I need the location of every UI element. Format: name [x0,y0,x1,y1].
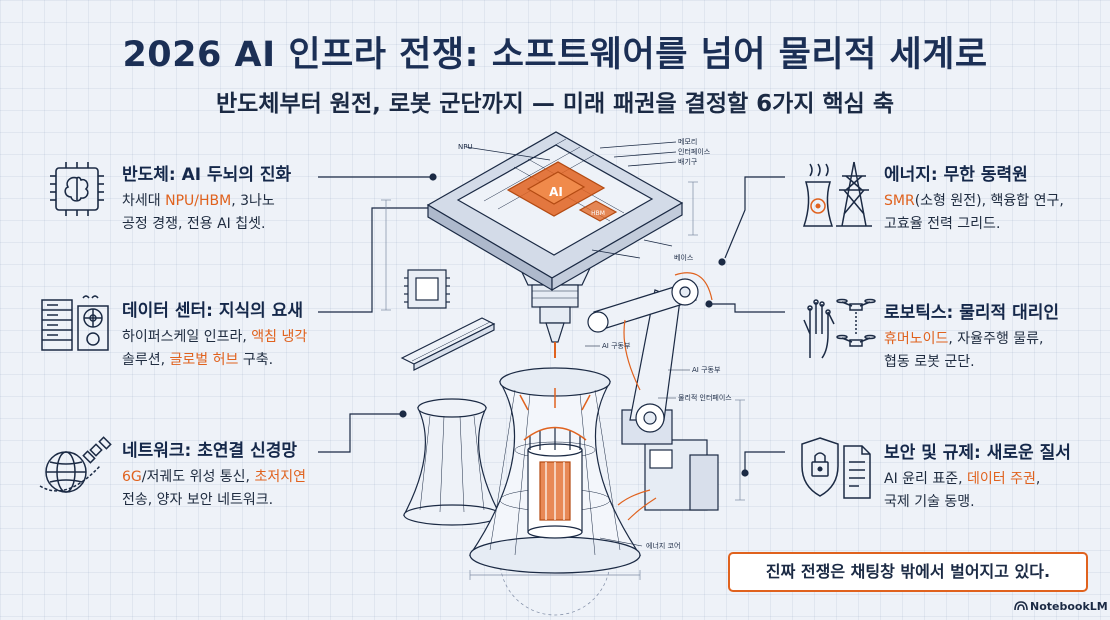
robot-hand-drone-icon [803,298,876,359]
label-base: 베이스 [674,253,694,262]
network-body: 6G/저궤도 위성 통신, 초저지연 전송, 양자 보안 네트워크. [122,466,372,512]
security-highlight: 데이터 주권 [967,471,1036,487]
label-memory: 메모리 [678,137,697,146]
semiconductor-text: , 3나노 [231,193,275,209]
datacenter-heading: 데이터 센터: 지식의 요새 [122,301,303,321]
network-heading: 네트워크: 초연결 신경망 [122,441,298,461]
globe-satellite-icon [39,436,112,493]
power-plant-icon [802,161,872,227]
datacenter-highlight: 글로벌 허브 [169,352,239,368]
connector-network [318,413,400,453]
security-text: AI 윤리 표준, [884,471,968,487]
energy-body: SMR(소형 원전), 핵융합 연구, 고효율 전력 그리드. [884,190,1110,236]
label-interface: 인터페이스 [678,147,711,156]
page-subtitle: 반도체부터 원전, 로봇 군단까지 — 미래 패권을 결정할 6가지 핵심 축 [216,91,894,117]
lock-document-icon [801,437,871,499]
security-text: , [1035,471,1041,487]
rail-beam-illustration [400,317,496,371]
chip-hbm-label: HBM [591,210,605,217]
semiconductor-text: 차세대 [122,193,166,209]
datacenter-text: 하이퍼스케일 인프라, [122,329,252,345]
robot-arm-illustration [587,272,719,521]
datacenter-text: 솔루션, [122,352,170,368]
server-rack-icon [41,295,109,351]
chip-ai-label: AI [549,185,563,199]
network-highlight: 초저지연 [254,469,306,485]
connector-security [744,451,785,470]
panel-semiconductor: 반도체: AI 두뇌의 진화 차세대 NPU/HBM, 3나노 공정 경쟁, 전… [122,160,372,236]
ai-chip-illustration [426,131,684,292]
panel-datacenter: 데이터 센터: 지식의 요새 하이퍼스케일 인프라, 액침 냉각 솔루션, 글로… [122,296,372,372]
semiconductor-text: 공정 경쟁, 전용 AI 칩셋. [122,216,266,232]
callout-box: 진짜 전쟁은 채팅창 밖에서 벌어지고 있다. [728,552,1088,592]
energy-heading: 에너지: 무한 동력원 [884,165,1028,185]
robotics-highlight: 휴머노이드 [884,331,949,347]
label-ai-drive-1: AI 구동부 [602,342,631,350]
robotics-text: 협동 로봇 군단. [884,354,975,370]
connector-energy [724,176,785,259]
panel-energy: 에너지: 무한 동력원 SMR(소형 원전), 핵융합 연구, 고효율 전력 그… [884,160,1110,236]
small-chip-illustration [404,269,450,309]
brand-text: NotebookLM [1030,600,1108,613]
panel-security: 보안 및 규제: 새로운 질서 AI 윤리 표준, 데이터 주권, 국제 기술 … [884,438,1110,514]
robotics-text: , 자율주행 물류, [948,331,1044,347]
label-vent: 배기구 [678,157,698,166]
energy-text: 고효율 전력 그리드. [884,216,1001,232]
cooling-tower-small [403,398,501,526]
label-ai-drive-2: AI 구동부 [692,366,721,374]
semiconductor-heading: 반도체: AI 두뇌의 진화 [122,165,292,185]
chip-brain-icon [50,162,104,216]
security-body: AI 윤리 표준, 데이터 주권, 국제 기술 동맹. [884,468,1110,514]
security-heading: 보안 및 규제: 새로운 질서 [884,443,1071,463]
semiconductor-highlight: NPU/HBM [165,193,232,209]
energy-text: (소형 원전), 핵융합 연구, [914,193,1064,209]
semiconductor-body: 차세대 NPU/HBM, 3나노 공정 경쟁, 전용 AI 칩셋. [122,190,372,236]
label-npu: NPU [458,143,473,151]
energy-highlight: SMR [884,193,915,209]
connector-robotics [712,303,785,313]
connector-datacenter [318,207,430,313]
robotics-body: 휴머노이드, 자율주행 물류, 협동 로봇 군단. [884,328,1110,374]
network-text: /저궤도 위성 통신, [141,469,255,485]
datacenter-text: 구축. [238,352,274,368]
panel-network: 네트워크: 초연결 신경망 6G/저궤도 위성 통신, 초저지연 전송, 양자 … [122,436,372,512]
brand-watermark: NotebookLM [1014,600,1108,613]
label-energy-core: 에너지 코어 [646,541,680,550]
panel-robotics: 로보틱스: 물리적 대리인 휴머노이드, 자율주행 물류, 협동 로봇 군단. [884,298,1110,374]
network-highlight: 6G [122,469,142,485]
page-title: 2026 AI 인프라 전쟁: 소프트웨어를 넘어 물리적 세계로 [122,35,988,75]
notebooklm-logo-icon [1014,601,1028,611]
label-physical-interface: 물리적 인터페이스 [678,393,732,402]
reactor-core [527,428,583,539]
datacenter-highlight: 액침 냉각 [251,329,308,345]
network-text: 전송, 양자 보안 네트워크. [122,492,274,508]
datacenter-body: 하이퍼스케일 인프라, 액침 냉각 솔루션, 글로벌 허브 구축. [122,326,372,372]
robotics-heading: 로보틱스: 물리적 대리인 [884,303,1060,323]
cooling-tower-main [468,367,642,574]
security-text: 국제 기술 동맹. [884,494,975,510]
